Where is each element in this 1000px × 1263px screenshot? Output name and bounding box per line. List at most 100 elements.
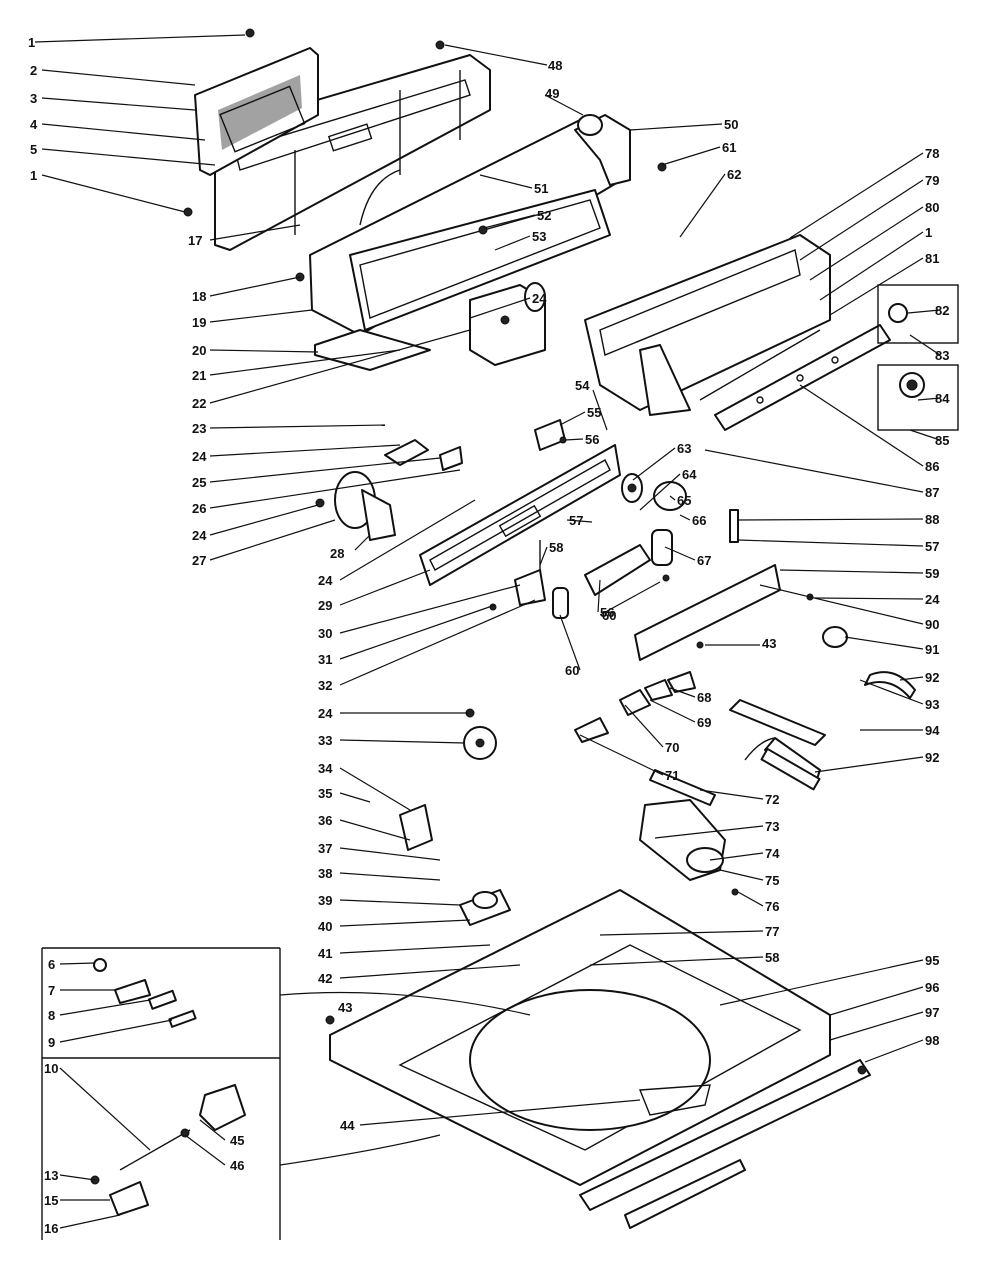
part-label: 16 (44, 1221, 58, 1236)
part-label: 83 (935, 348, 949, 363)
part-label: 76 (765, 899, 779, 914)
part-label: 13 (44, 1168, 58, 1183)
console-back-panel (214, 54, 491, 251)
part-label: 24 (532, 291, 547, 306)
part-label: 46 (230, 1158, 244, 1173)
hose-assembly (729, 626, 916, 791)
control-frame (419, 444, 621, 606)
part-label: 85 (935, 433, 949, 448)
inset-arrows (279, 991, 531, 1166)
part-label: 65 (677, 493, 691, 508)
part-label: 18 (192, 289, 206, 304)
part-label: 5 (30, 142, 37, 157)
part-label: 43 (338, 1000, 352, 1015)
part-label: 98 (925, 1033, 939, 1048)
mounting-bracket-86 (714, 324, 891, 431)
part-label: 70 (665, 740, 679, 755)
part-label: 80 (925, 200, 939, 215)
part-label: 77 (765, 924, 779, 939)
part-label: 64 (682, 467, 697, 482)
part-label: 96 (925, 980, 939, 995)
part-label: 32 (318, 678, 332, 693)
part-label: 94 (925, 723, 940, 738)
part-label: 93 (925, 697, 939, 712)
part-label: 92 (925, 750, 939, 765)
part-label: 78 (925, 146, 939, 161)
part-label: 67 (697, 553, 711, 568)
cam-assembly (621, 473, 739, 543)
parts-artwork (41, 28, 959, 1240)
leader-lines (34, 34, 941, 1229)
part-label: 10 (44, 1061, 58, 1076)
part-label: 15 (44, 1193, 58, 1208)
part-label: 87 (925, 485, 939, 500)
part-label: 20 (192, 343, 206, 358)
part-label: 53 (532, 229, 546, 244)
part-label: 1 (30, 168, 37, 183)
part-label: 2 (30, 63, 37, 78)
part-label: 88 (925, 512, 939, 527)
pressure-switch (315, 471, 396, 541)
knob-detail-boxes (877, 284, 959, 431)
part-label: 61 (722, 140, 736, 155)
part-label: 40 (318, 919, 332, 934)
part-label: 68 (697, 690, 711, 705)
part-label: 95 (925, 953, 939, 968)
part-label: 75 (765, 873, 779, 888)
part-label: 17 (188, 233, 202, 248)
part-number-labels: 1 2 3 4 5 1 17 18 19 20 21 22 23 24 25 2… (28, 35, 950, 1236)
part-label: 30 (318, 626, 332, 641)
part-label: 72 (765, 792, 779, 807)
part-label: 24 (192, 528, 207, 543)
part-label: 7 (48, 983, 55, 998)
part-label: 6 (48, 957, 55, 972)
part-label: 71 (665, 768, 679, 783)
part-label: 49 (545, 86, 559, 101)
switch-block (384, 439, 463, 471)
part-label: 62 (727, 167, 741, 182)
part-label: 37 (318, 841, 332, 856)
part-label: 1 (925, 225, 932, 240)
control-faceplate (194, 47, 319, 176)
part-label: 43 (762, 636, 776, 651)
part-label: 66 (692, 513, 706, 528)
part-label: 9 (48, 1035, 55, 1050)
washer-top-cover (329, 889, 871, 1229)
part-label: 19 (192, 315, 206, 330)
part-label: 63 (677, 441, 691, 456)
part-label: 79 (925, 173, 939, 188)
part-label: 81 (925, 251, 939, 266)
part-label: 56 (600, 605, 614, 620)
part-label: 24 (192, 449, 207, 464)
part-label: 35 (318, 786, 332, 801)
small-parts-cluster (534, 419, 673, 619)
part-label: 23 (192, 421, 206, 436)
part-label: 45 (230, 1133, 244, 1148)
part-label: 22 (192, 396, 206, 411)
part-label: 44 (340, 1118, 355, 1133)
part-label: 36 (318, 813, 332, 828)
timer-motor (469, 282, 546, 366)
part-label: 24 (318, 573, 333, 588)
part-label: 8 (48, 1008, 55, 1023)
part-label: 34 (318, 761, 333, 776)
part-label: 60 (565, 663, 579, 678)
part-label: 74 (765, 846, 780, 861)
part-label: 27 (192, 553, 206, 568)
part-label: 91 (925, 642, 939, 657)
part-label: 33 (318, 733, 332, 748)
part-label: 3 (30, 91, 37, 106)
part-label: 21 (192, 368, 206, 383)
part-label: 39 (318, 893, 332, 908)
part-label: 28 (330, 546, 344, 561)
part-label: 57 (925, 539, 939, 554)
part-label: 31 (318, 652, 332, 667)
part-label: 86 (925, 459, 939, 474)
part-label: 97 (925, 1005, 939, 1020)
part-label: 50 (724, 117, 738, 132)
part-label: 25 (192, 475, 206, 490)
right-console-panel (584, 234, 831, 416)
part-label: 58 (765, 950, 779, 965)
part-label: 26 (192, 501, 206, 516)
part-label: 92 (925, 670, 939, 685)
